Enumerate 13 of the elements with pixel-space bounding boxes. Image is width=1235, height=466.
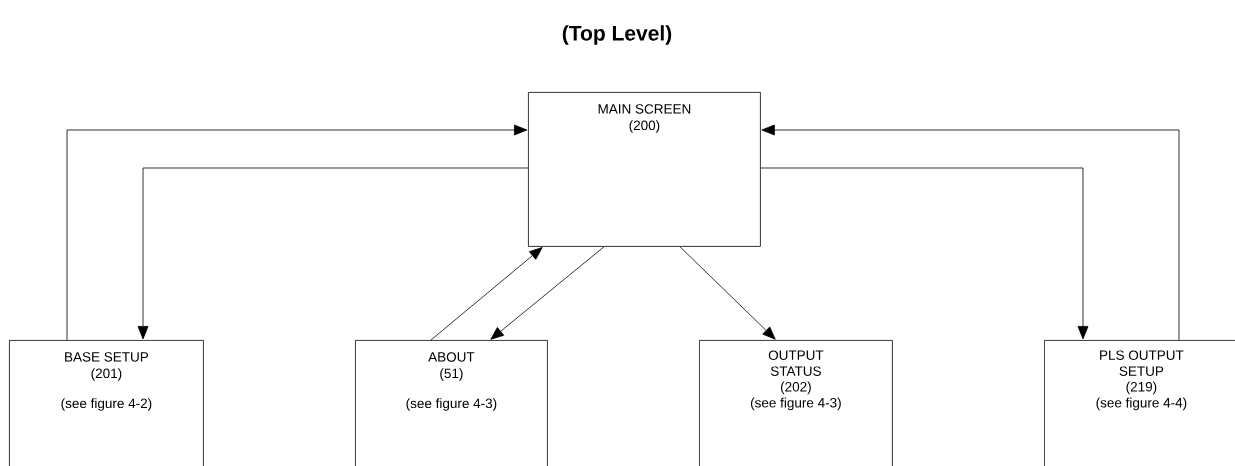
arrow	[137, 167, 529, 340]
arrow	[66, 124, 528, 341]
screen-box: BASE SETUP (201) (see figure 4-2)	[9, 340, 204, 466]
screen-box: MAIN SCREEN (200)	[528, 92, 761, 247]
screen-box: OUTPUT STATUS (202) (see figure 4-3)	[699, 340, 893, 466]
arrow	[679, 246, 776, 340]
arrow	[430, 247, 543, 341]
screen-box: ABOUT (51) (see figure 4-3)	[355, 340, 548, 466]
arrow	[761, 124, 1180, 341]
arrow	[490, 246, 605, 340]
title: (Top Level)	[562, 25, 672, 45]
screen-box: PLS OUTPUT SETUP (219) (see figure 4-4)	[1044, 340, 1235, 466]
arrow	[760, 167, 1089, 340]
